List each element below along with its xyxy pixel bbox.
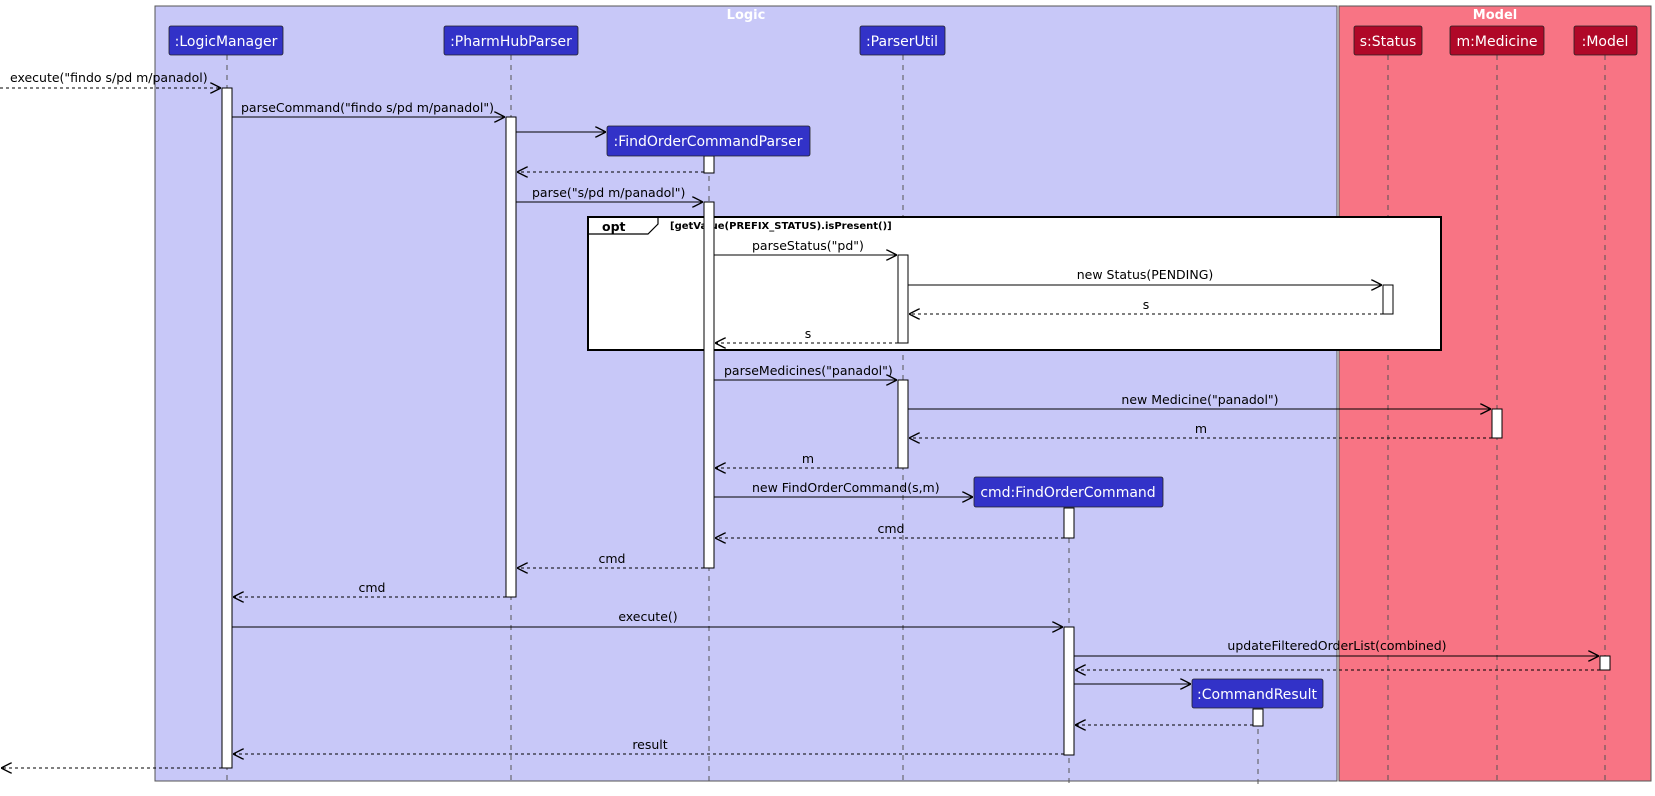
svg-text::Model: :Model xyxy=(1582,34,1629,50)
participant-command-result: :CommandResult xyxy=(1191,678,1324,709)
svg-text:m:Medicine: m:Medicine xyxy=(1457,34,1538,50)
label-update-filtered: updateFilteredOrderList(combined) xyxy=(1227,638,1446,653)
label-return-s-util: s xyxy=(805,326,812,341)
opt-frame xyxy=(587,216,1442,351)
label-return-cmd-3: cmd xyxy=(359,580,386,595)
participant-logic-manager: :LogicManager xyxy=(168,25,284,56)
model-box xyxy=(1338,5,1652,782)
participant-model: :Model xyxy=(1573,25,1638,56)
label-parse-status: parseStatus("pd") xyxy=(752,238,864,253)
label-parse-command: parseCommand("findo s/pd m/panadol") xyxy=(241,100,494,115)
svg-text::ParserUtil: :ParserUtil xyxy=(866,34,938,50)
participant-medicine: m:Medicine xyxy=(1449,25,1545,56)
svg-text::PharmHubParser: :PharmHubParser xyxy=(450,34,572,50)
label-return-cmd-2: cmd xyxy=(599,551,626,566)
label-new-find-order: new FindOrderCommand(s,m) xyxy=(752,480,940,495)
logic-box-title: Logic xyxy=(727,8,766,23)
label-parse: parse("s/pd m/panadol") xyxy=(532,185,685,200)
label-parse-medicines: parseMedicines("panadol") xyxy=(724,363,893,378)
activation-find-order-create xyxy=(1063,507,1075,539)
participants: :LogicManager :PharmHubParser :ParserUti… xyxy=(168,25,1638,709)
svg-text:cmd:FindOrderCommand: cmd:FindOrderCommand xyxy=(980,485,1155,501)
svg-text::FindOrderCommandParser: :FindOrderCommandParser xyxy=(614,134,803,150)
label-new-status: new Status(PENDING) xyxy=(1077,267,1214,282)
opt-keyword: opt xyxy=(602,219,626,234)
model-box-title: Model xyxy=(1473,8,1517,23)
participant-parser-util: :ParserUtil xyxy=(859,25,946,56)
participant-find-order-command: cmd:FindOrderCommand xyxy=(973,476,1164,508)
label-new-medicine: new Medicine("panadol") xyxy=(1121,392,1278,407)
opt-guard: [getValue(PREFIX_STATUS).isPresent()] xyxy=(670,221,892,232)
opt-fragment: opt [getValue(PREFIX_STATUS).isPresent()… xyxy=(587,216,1442,351)
label-return-cmd-1: cmd xyxy=(878,521,905,536)
label-return-s-status: s xyxy=(1143,297,1150,312)
activation-model xyxy=(1599,655,1611,671)
label-execute-in: execute("findo s/pd m/panadol) xyxy=(10,70,208,85)
messages xyxy=(0,88,1600,768)
label-execute: execute() xyxy=(618,609,677,624)
svg-text::LogicManager: :LogicManager xyxy=(175,34,278,50)
activation-util-status xyxy=(897,254,909,344)
label-return-m-util: m xyxy=(802,451,814,466)
svg-text::CommandResult: :CommandResult xyxy=(1197,687,1317,703)
activation-status xyxy=(1382,284,1394,315)
participant-pharmhub-parser: :PharmHubParser xyxy=(443,25,579,56)
activation-pharmhub-parser xyxy=(505,116,517,598)
label-return-m-medicine: m xyxy=(1195,421,1207,436)
activation-find-order-execute xyxy=(1063,626,1075,756)
opt-tab xyxy=(588,217,659,235)
activation-parser-parse xyxy=(703,201,715,569)
activations xyxy=(221,87,1611,769)
activation-util-medicines xyxy=(897,379,909,469)
activation-logic-manager xyxy=(221,87,233,769)
participant-find-order-command-parser: :FindOrderCommandParser xyxy=(606,125,811,157)
participant-status: s:Status xyxy=(1353,25,1423,56)
activation-command-result xyxy=(1252,708,1264,727)
svg-text:s:Status: s:Status xyxy=(1360,34,1417,50)
message-labels: execute("findo s/pd m/panadol) parseComm… xyxy=(10,70,1447,752)
label-result: result xyxy=(632,737,667,752)
activation-medicine xyxy=(1491,408,1503,439)
activation-parser-create xyxy=(703,155,715,174)
